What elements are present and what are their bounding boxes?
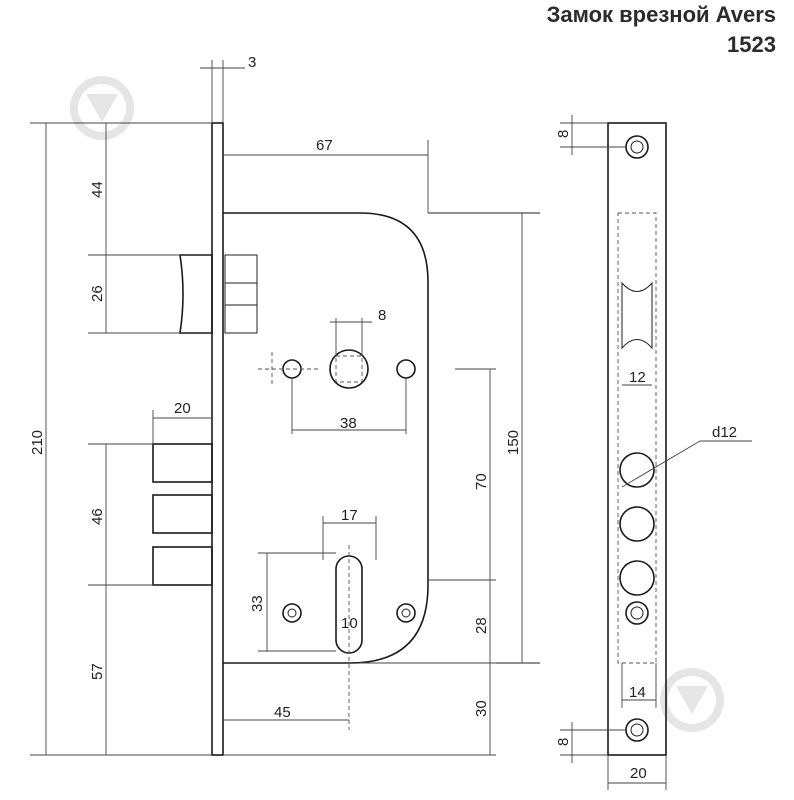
dim-57: 57 — [89, 663, 106, 680]
faceplate — [211, 122, 224, 756]
dim-67: 67 — [316, 137, 333, 154]
dim-38: 38 — [340, 415, 357, 432]
dim-14-slot: 14 — [629, 684, 646, 701]
dim-3: 3 — [248, 54, 256, 71]
watermark-logo-icon — [70, 76, 134, 140]
product-title-line2: 1523 — [727, 32, 776, 57]
spindle-hole — [258, 349, 416, 389]
watermark-logo-icon — [660, 668, 724, 732]
dim-45: 45 — [274, 704, 291, 721]
dim-33: 33 — [249, 595, 266, 612]
dim-20-bolt: 20 — [174, 400, 191, 417]
faceplate-front — [560, 115, 752, 790]
dim-8-spindle: 8 — [378, 307, 386, 324]
product-title: Замок врезной Avers 1523 — [547, 0, 776, 60]
dim-210: 210 — [29, 430, 46, 455]
dim-70: 70 — [473, 473, 490, 490]
dim-46: 46 — [89, 508, 106, 525]
dim-30: 30 — [473, 700, 490, 717]
latch — [179, 254, 258, 334]
dim-17: 17 — [341, 507, 358, 524]
dim-8-plate-top: 8 — [555, 130, 572, 138]
dim-44: 44 — [89, 181, 106, 198]
dim-150: 150 — [505, 430, 522, 455]
dimension-labels: 3 67 44 26 210 20 46 57 8 38 17 33 10 45… — [29, 54, 737, 782]
dim-d12: d12 — [712, 424, 737, 441]
dim-28: 28 — [473, 617, 490, 634]
dim-10: 10 — [341, 615, 358, 632]
dim-12-slot: 12 — [629, 369, 646, 386]
product-title-line1: Замок врезной Avers — [546, 2, 776, 27]
dim-26: 26 — [89, 285, 106, 302]
dimension-lines — [30, 60, 523, 756]
cylinder-hole — [282, 545, 416, 730]
dim-20-plate: 20 — [630, 765, 647, 782]
lock-body — [223, 212, 540, 664]
dim-8-plate-bottom: 8 — [555, 738, 572, 746]
deadbolts — [152, 443, 213, 586]
